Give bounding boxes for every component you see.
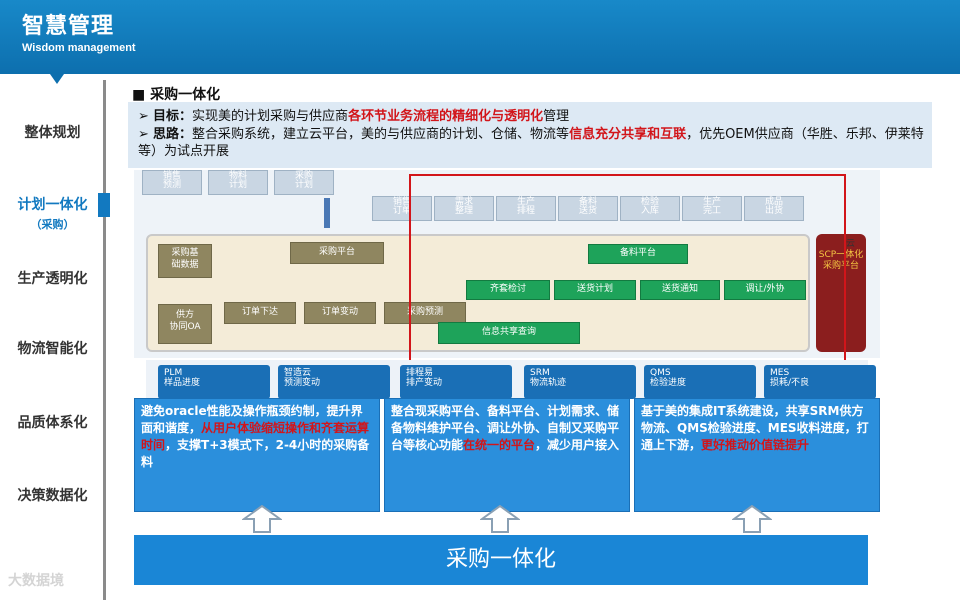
system-name: MES xyxy=(770,368,790,378)
chevron-sales-order: 销售 订单 xyxy=(372,196,432,221)
system-name: PLM xyxy=(164,368,183,378)
section-title-text: 采购一体化 xyxy=(150,87,221,103)
page-subtitle: Wisdom management xyxy=(22,42,136,54)
delivery-notice[interactable]: 送货通知 xyxy=(640,280,720,300)
system-name: 智造云 xyxy=(284,368,312,378)
chevron-purchase-plan: 采购 计划 xyxy=(274,170,334,195)
desc-box-integration: 整合现采购平台、备料平台、计划需求、储备物料维护平台、调让外协、自制又采购平台等… xyxy=(384,398,630,512)
sidebar-item-sublabel: （采购） xyxy=(30,218,75,231)
chevron-production-schedule: 生产 排程 xyxy=(496,196,556,221)
sidebar-item-decision-data[interactable]: 决策数据化 xyxy=(0,485,105,505)
goal-highlight: 各环节业务流程的精细化与透明化 xyxy=(348,109,544,124)
system-desc: 排产变动 xyxy=(406,378,443,388)
kitting-check[interactable]: 齐套检讨 xyxy=(466,280,550,300)
up-arrow-icon xyxy=(242,505,282,533)
chevron-demand-sort: 需求 整理 xyxy=(434,196,494,221)
highlight-frame xyxy=(409,174,846,370)
purchase-forecast[interactable]: 采购预测 xyxy=(384,302,466,324)
sidebar-item-plan-integration[interactable]: 计划一体化 （采购） xyxy=(0,194,105,232)
watermark: 大数据境 xyxy=(8,573,64,589)
goal-text-end: 管理 xyxy=(543,109,570,124)
desc-text: 整合现采购平台、备料平台、计划需求、储备物料维护平台、调让外协、自制又采购平台等… xyxy=(391,404,620,452)
desc-highlight: 在统一的平台 xyxy=(463,438,536,452)
idea-highlight: 信息充分共享和互联 xyxy=(569,127,687,142)
up-arrow-icon xyxy=(732,505,772,533)
material-platform[interactable]: 备料平台 xyxy=(588,244,688,264)
platform-panel: 采购基 础数据 供方 协同OA 采购平台 订单下达 订单变动 采购预测 备料平台… xyxy=(146,234,810,352)
idea-bullet: ➢ 思路：整合采购系统，建立云平台，美的与供应商的计划、仓储、物流等信息充分共享… xyxy=(138,127,924,159)
up-arrow-icon xyxy=(480,505,520,533)
desc-highlight: 从用户体验缩短操作和齐套运算时间 xyxy=(141,421,370,452)
desc-text-end: ，减少用户接入 xyxy=(535,438,620,452)
sidebar-item-label: 整体规划 xyxy=(24,125,81,141)
system-zhizaoyun[interactable]: 智造云预测变动 xyxy=(278,365,390,399)
goal-text: 实现美的计划采购与供应商 xyxy=(192,109,349,124)
order-change[interactable]: 订单变动 xyxy=(304,302,376,324)
chevron-sales-forecast: 销售 预测 xyxy=(142,170,202,195)
desc-highlight: 更好推动价值链提升 xyxy=(701,438,810,452)
sidebar-item-quality-system[interactable]: 品质体系化 xyxy=(0,412,105,432)
cloud-label: 云 xyxy=(846,239,856,249)
intro-panel xyxy=(128,102,932,168)
chevron-inspection-storage: 检验 入库 xyxy=(620,196,680,221)
desc-box-performance: 避免oracle性能及操作瓶颈约制，提升界面和谐度，从用户体验缩短操作和齐套运算… xyxy=(134,398,380,512)
system-desc: 损耗/不良 xyxy=(770,378,810,388)
idea-text-end: ，优先OEM供应商（华胜、乐邦、伊莱特等）为试点开展 xyxy=(138,127,924,159)
system-desc: 样品进度 xyxy=(164,378,201,388)
sidebar-item-label: 计划一体化 xyxy=(17,197,88,213)
sidebar-item-overall-planning[interactable]: 整体规划 xyxy=(0,122,105,142)
sidebar-item-production-transparency[interactable]: 生产透明化 xyxy=(0,268,105,288)
sidebar-item-logistics-intelligence[interactable]: 物流智能化 xyxy=(0,338,105,358)
info-share-query[interactable]: 信息共享查询 xyxy=(438,322,580,344)
system-name: QMS xyxy=(650,368,671,378)
desc-text-end: ，支撑T+3模式下，2-4小时的采购备料 xyxy=(141,438,370,469)
page-title: 智慧管理 xyxy=(22,14,115,39)
transfer-outsource[interactable]: 调让/外协 xyxy=(724,280,806,300)
purchase-base-data: 采购基 础数据 xyxy=(158,244,212,278)
idea-label: 思路： xyxy=(153,127,193,142)
down-arrow-icon xyxy=(324,198,330,228)
sidebar-item-label: 决策数据化 xyxy=(17,488,88,504)
system-desc: 检验进度 xyxy=(650,378,687,388)
system-name: SRM xyxy=(530,368,550,378)
active-nav-marker xyxy=(98,193,110,217)
desc-text: 避免oracle性能及操作瓶颈约制，提升界面和谐度， xyxy=(141,404,363,435)
system-desc: 物流轨迹 xyxy=(530,378,567,388)
chevron-product-shipment: 成品 出货 xyxy=(744,196,804,221)
system-desc: 预测变动 xyxy=(284,378,321,388)
supplier-oa: 供方 协同OA xyxy=(158,304,212,344)
sidebar-item-label: 品质体系化 xyxy=(17,415,88,431)
header-pointer-icon xyxy=(50,74,64,84)
purchase-platform[interactable]: 采购平台 xyxy=(290,242,384,264)
chevron-material-delivery: 备料 送货 xyxy=(558,196,618,221)
goal-bullet: ➢ 目标：实现美的计划采购与供应商各环节业务流程的精细化与透明化管理 xyxy=(138,109,570,124)
desc-text: 基于美的集成IT系统建设，共享SRM供方物流、QMS检验进度、MES收料进度，打… xyxy=(641,404,869,452)
sidebar-item-label: 生产透明化 xyxy=(17,271,88,287)
system-paichengyi[interactable]: 排程易排产变动 xyxy=(400,365,512,399)
sidebar-divider xyxy=(103,80,106,600)
chevron-production-complete: 生产 完工 xyxy=(682,196,742,221)
goal-label: 目标： xyxy=(153,109,193,124)
section-title: ■ 采购一体化 xyxy=(132,87,221,103)
sidebar-item-label: 物流智能化 xyxy=(17,341,88,357)
system-name: 排程易 xyxy=(406,368,434,378)
chevron-material-plan: 物料 计划 xyxy=(208,170,268,195)
delivery-plan[interactable]: 送货计划 xyxy=(554,280,636,300)
order-issue[interactable]: 订单下达 xyxy=(224,302,296,324)
desc-box-it-system: 基于美的集成IT系统建设，共享SRM供方物流、QMS检验进度、MES收料进度，打… xyxy=(634,398,880,512)
bottom-banner: 采购一体化 xyxy=(134,535,868,585)
scp-platform: SCP一体化采购平台 xyxy=(816,234,866,352)
idea-text: 整合采购系统，建立云平台，美的与供应商的计划、仓储、物流等 xyxy=(192,127,570,142)
header-bar xyxy=(0,0,960,74)
